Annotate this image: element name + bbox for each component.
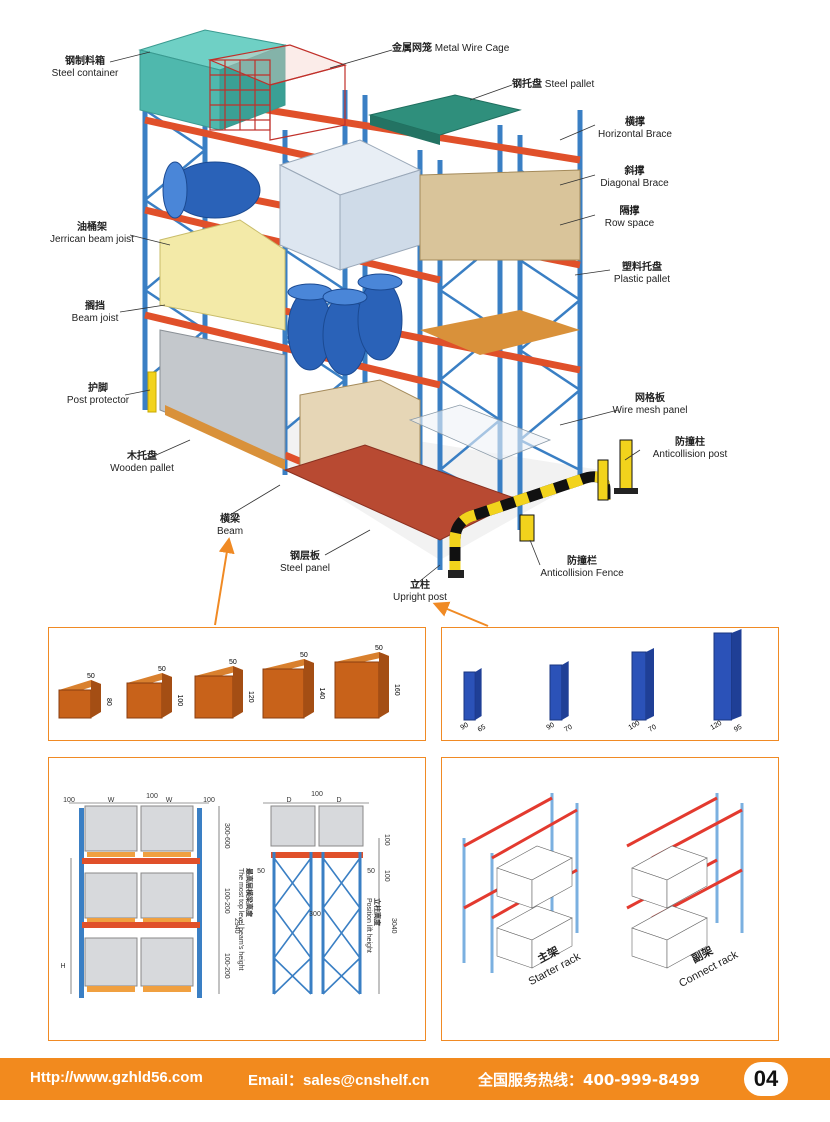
beam-width-label: 50 [229, 659, 237, 666]
beam-sizes-drawing: 50 80 50 100 50 120 50 140 50 160 [58, 645, 400, 719]
upright-width-label: 120 [710, 720, 724, 732]
dim-side-right: 50 [367, 868, 375, 875]
dim-side-center: 300 [309, 911, 321, 918]
footer-bar: Http://www.gzhld56.com Email：sales@cnshe… [0, 1058, 830, 1100]
upright-profile-1: 90 65 [460, 668, 487, 734]
dim-front-h: H [60, 963, 65, 970]
front-view-drawing: 100 W 100 W 100 H 300-600 100-200 100-20… [60, 791, 397, 998]
beam-profile-3: 50 120 [194, 659, 254, 719]
upright-profile-3: 100 70 [628, 648, 658, 734]
beam-width-label: 50 [158, 666, 166, 673]
footer-website[interactable]: Http://www.gzhld56.com [30, 1069, 203, 1086]
rack-types-panel: 主架 Starter rack 副架 Connect rack [441, 757, 779, 1041]
upright-width-label: 100 [628, 720, 642, 732]
dim-side-total: 3040 [390, 918, 397, 934]
dim-front-total: 2940 [233, 918, 240, 934]
beam-height-label: 140 [318, 688, 325, 700]
dimension-drawing-panel: 100 W 100 W 100 H 300-600 100-200 100-20… [48, 757, 426, 1041]
beam-height-label: 100 [176, 695, 183, 707]
label-metal-wire-cage: 金属网笼 Metal Wire Cage [392, 43, 510, 54]
dim-front-1: 100 [63, 797, 75, 804]
footer-hotline: 全国服务热线：400-999-8499 [478, 1071, 700, 1089]
pointer-arrows [214, 537, 489, 627]
beam-sizes-panel: 50 80 50 100 50 120 50 140 50 160 [48, 627, 426, 741]
upright-depth-label: 65 [477, 724, 487, 734]
dim-front-r3: 100-200 [223, 953, 230, 979]
beam-profile-2: 50 100 [126, 666, 183, 719]
page-number: 04 [744, 1062, 788, 1096]
upright-width-label: 90 [460, 722, 470, 732]
beam-width-label: 50 [375, 645, 383, 652]
beam-width-label: 50 [87, 673, 95, 680]
beam-profile-4: 50 140 [262, 652, 325, 719]
upright-sizes-drawing: 90 65 90 70 100 70 120 95 [460, 629, 743, 734]
dim-front-5: 100 [203, 797, 215, 804]
dim-front-4: W [166, 797, 173, 804]
upright-depth-label: 95 [733, 724, 743, 734]
dim-front-2: W [108, 797, 115, 804]
label-steel-pallet: 钢托盘 Steel pallet [512, 79, 595, 90]
dim-front-r2: 100-200 [223, 888, 230, 914]
upright-profile-4: 120 95 [710, 629, 743, 734]
upright-sizes-panel: 90 65 90 70 100 70 120 95 [441, 627, 779, 741]
dim-front-r1: 300-600 [223, 823, 230, 849]
beam-height-label: 80 [105, 698, 112, 706]
dim-front-3: 100 [146, 793, 158, 800]
dim-side-100: 100 [311, 791, 323, 798]
side-note-zh: 立柱高度 [373, 898, 382, 927]
dim-side-left: 50 [257, 868, 265, 875]
upright-depth-label: 70 [563, 724, 573, 734]
dim-side-d1: D [286, 797, 291, 804]
upright-width-label: 90 [546, 722, 556, 732]
dim-side-d2: D [336, 797, 341, 804]
beam-height-label: 120 [247, 691, 254, 703]
rack-illustration [109, 29, 641, 586]
dim-side-r: 100 [383, 870, 390, 882]
dim-side-topright: 100 [383, 834, 390, 846]
beam-height-label: 160 [393, 684, 400, 696]
beam-profile-1: 50 80 [58, 673, 112, 719]
upright-depth-label: 70 [648, 724, 658, 734]
steel-container-box [138, 29, 287, 131]
beam-width-label: 50 [300, 652, 308, 659]
front-note-zh: 最高层横梁高度 [245, 868, 254, 918]
beam-profile-5: 50 160 [334, 645, 400, 719]
side-note-en: Position lift height [365, 898, 372, 953]
footer-email[interactable]: Email：sales@cnshelf.cn [248, 1072, 430, 1089]
rack-types-drawing: 主架 Starter rack 副架 Connect rack [462, 793, 744, 990]
upright-profile-2: 90 70 [546, 661, 574, 734]
front-note-en: The most top level beam's height [237, 868, 244, 971]
